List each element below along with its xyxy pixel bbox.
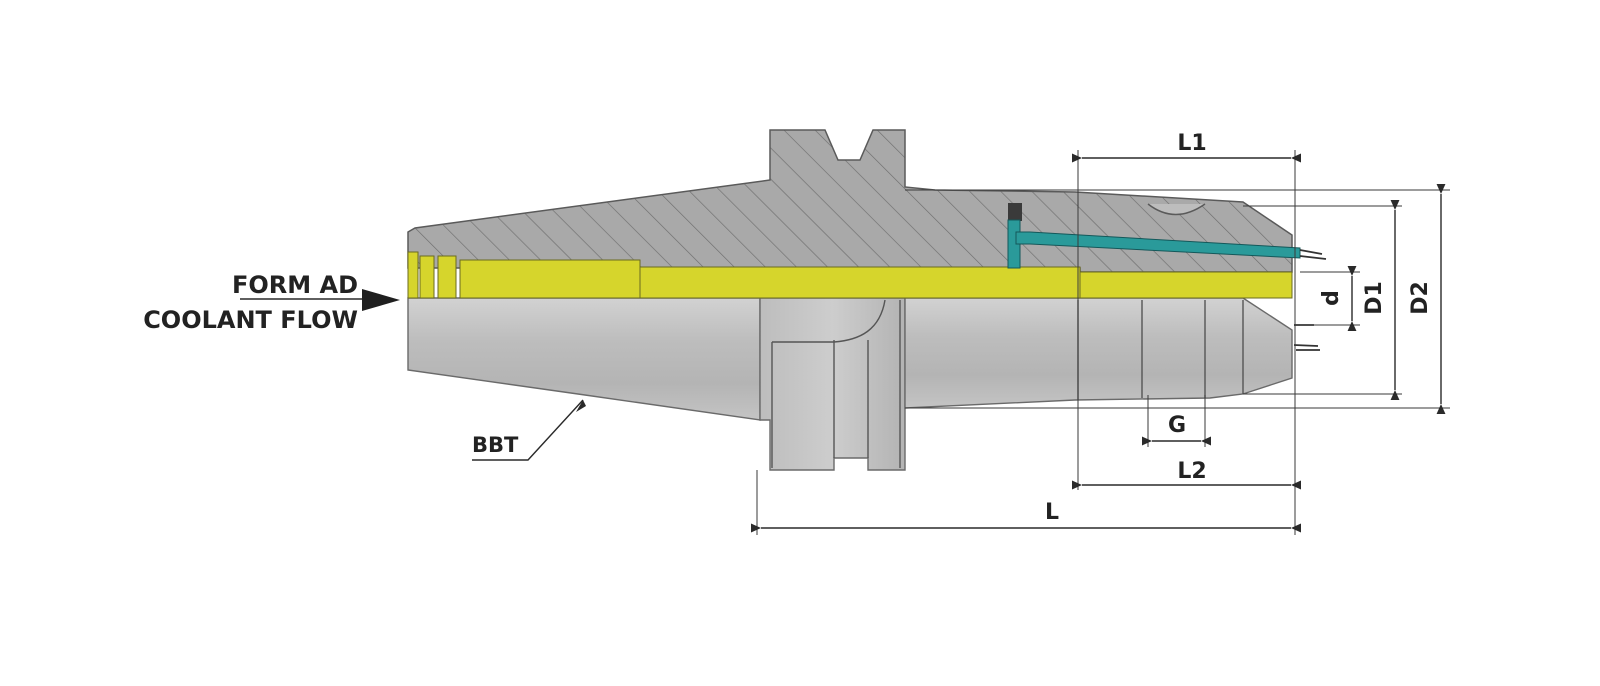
coolant-flow-arrow-icon	[362, 289, 400, 311]
coolant-label-line1: FORM AD	[232, 271, 358, 299]
d-label: d	[1319, 290, 1344, 306]
coolant-bore-entry	[407, 251, 419, 299]
l-label: L	[1045, 500, 1059, 525]
coolant-bore-front	[1079, 271, 1293, 299]
coolant-bore-main	[639, 266, 1081, 299]
bbt-callout: BBT	[472, 399, 586, 461]
d1-label: D1	[1362, 281, 1387, 315]
tool-holder-lower-half	[407, 297, 1320, 471]
l1-label: L1	[1177, 131, 1206, 156]
coolant-outlet-mark	[1299, 249, 1327, 260]
flange	[759, 297, 906, 471]
coolant-channels	[407, 251, 1293, 299]
nose-groove	[1147, 203, 1206, 216]
bbt-taper	[407, 297, 761, 421]
g-label: G	[1168, 413, 1186, 438]
d2-label: D2	[1408, 281, 1433, 315]
coolant-pipe	[1007, 203, 1327, 269]
l2-label: L2	[1177, 459, 1206, 484]
bbt-label: BBT	[472, 433, 519, 457]
coolant-bore-ring1	[419, 255, 435, 299]
bbt-leader-arrow-icon	[576, 400, 586, 412]
flange-notch-curve	[833, 299, 886, 343]
coolant-label-line2: COOLANT FLOW	[143, 306, 358, 334]
bbt-leader-line	[472, 399, 584, 461]
dimension-lines: L1 L2 L G d D1 D2	[750, 131, 1450, 535]
coolant-outlet-mark	[1293, 324, 1320, 351]
coolant-flow-callout: FORM AD COOLANT FLOW	[143, 271, 400, 334]
coolant-bore-ring2	[437, 255, 457, 299]
holder-body	[904, 297, 1293, 409]
coolant-bore-section1	[459, 259, 641, 299]
coolant-pipe-angled	[1015, 231, 1301, 259]
set-screw	[1008, 203, 1022, 221]
flange-face	[771, 341, 834, 468]
